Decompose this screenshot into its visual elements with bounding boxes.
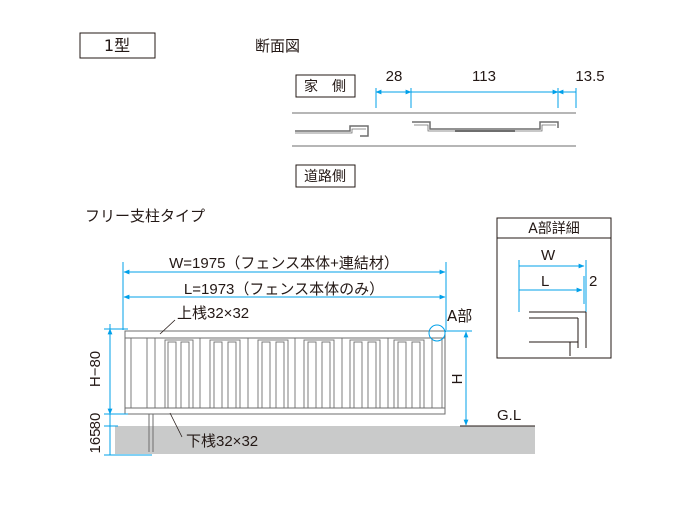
detail-dims <box>518 260 587 312</box>
w-dimension <box>122 262 447 332</box>
l-dimension-label: L=1973（フェンス本体のみ） <box>184 281 384 298</box>
top-rail-label: 上桟32×32 <box>177 305 249 322</box>
detail-title: A部詳細 <box>528 221 580 237</box>
detail-rail <box>529 311 587 356</box>
road-side-label: 道路側 <box>304 169 346 185</box>
left-dim-165: 165 <box>87 428 104 453</box>
ground <box>115 426 535 454</box>
type-label: 1型 <box>104 36 130 55</box>
h-dimension <box>447 330 472 426</box>
detail-gap-label: 2 <box>589 273 597 290</box>
bottom-rail-label: 下桟32×32 <box>186 433 258 450</box>
fence-body <box>124 330 446 452</box>
h-label: H <box>449 374 466 385</box>
house-side-label: 家 側 <box>304 78 346 95</box>
a-part-label: A部 <box>447 307 472 325</box>
gl-label: G.L <box>497 407 521 424</box>
house-side-box <box>295 74 356 98</box>
section-profile <box>292 112 576 147</box>
a-part-circle <box>428 324 446 342</box>
top-rail-leader <box>159 319 176 335</box>
type-label-box <box>79 32 156 59</box>
free-post-title: フリー支柱タイプ <box>85 207 205 225</box>
dim-13-5: 13.5 <box>575 68 604 85</box>
road-side-box <box>295 164 356 188</box>
detail-w-label: W <box>541 247 556 264</box>
detail-l-label: L <box>541 273 549 290</box>
detail-box <box>496 217 612 359</box>
dim-28: 28 <box>386 68 403 85</box>
dim-113: 113 <box>472 68 496 85</box>
bottom-rail-leader <box>169 412 183 438</box>
left-dim-80: 80 <box>87 413 104 430</box>
section-title: 断面図 <box>255 37 300 55</box>
section-dimension <box>375 88 577 108</box>
left-dimension <box>104 324 152 456</box>
left-dim-h80: H−80 <box>87 351 104 387</box>
w-dimension-label: W=1975（フェンス本体+連結材） <box>169 255 399 272</box>
